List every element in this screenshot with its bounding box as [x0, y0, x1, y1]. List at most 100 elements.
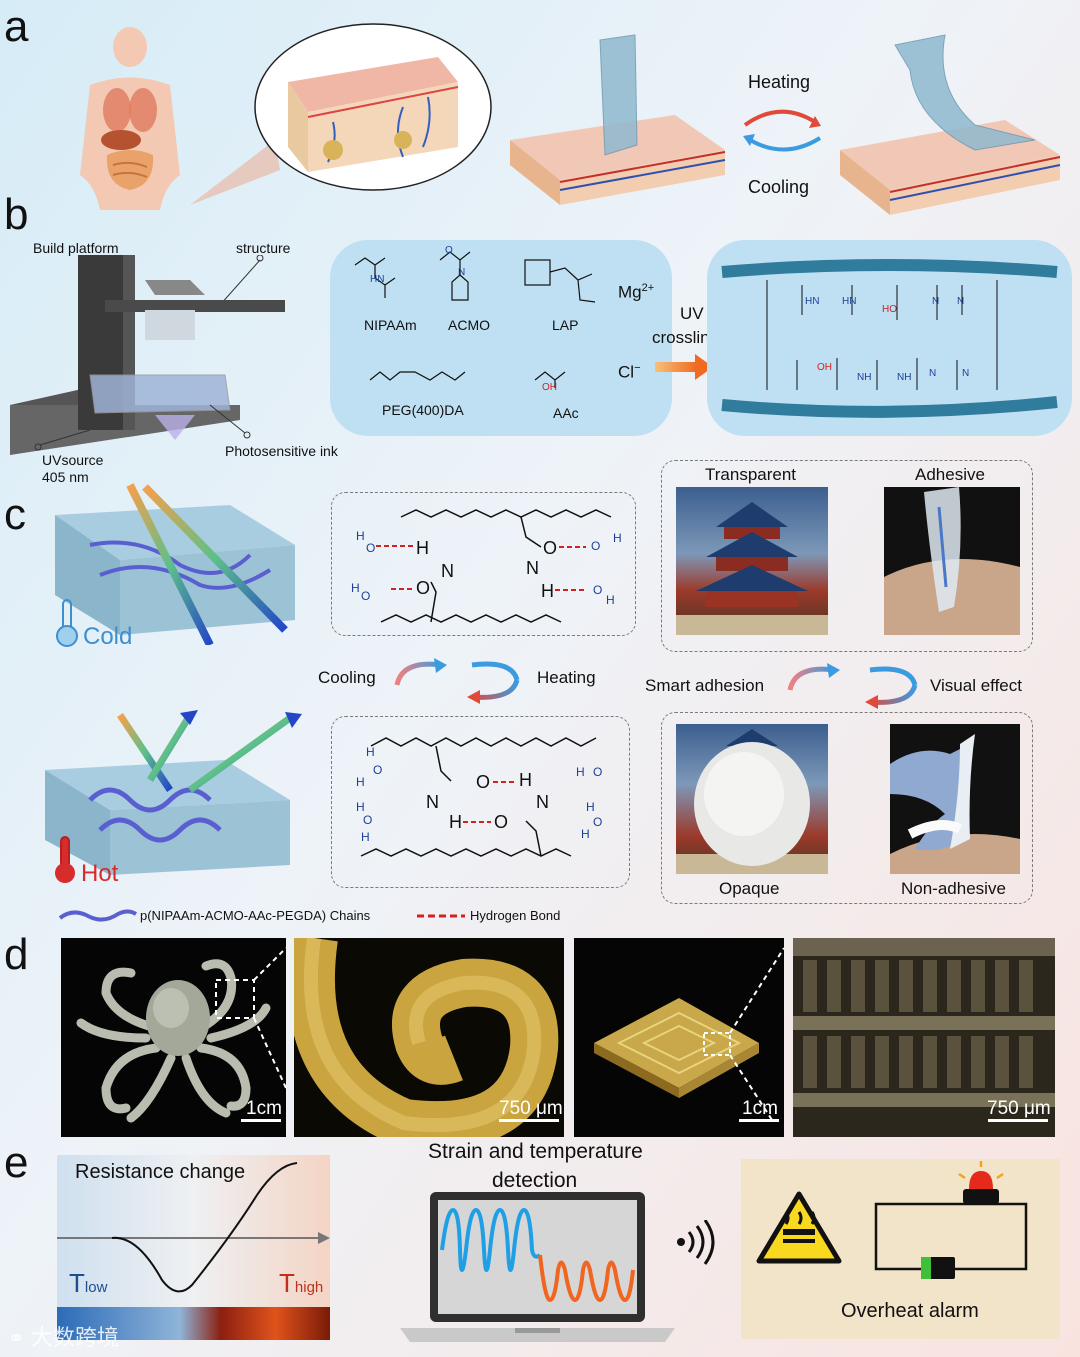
svg-text:O: O [593, 765, 602, 779]
3d-printer-illustration [10, 255, 285, 455]
skin-zoom-connector [190, 140, 280, 205]
svg-text:O: O [543, 538, 557, 558]
heat-cool-cycle-arrows [743, 109, 822, 152]
cl-symbol: Cl [618, 362, 635, 382]
thermometer-hot-icon [55, 836, 75, 883]
cl-charge: − [634, 362, 641, 374]
hydrogel-on-skin-heating [510, 34, 726, 205]
svg-text:HN: HN [842, 296, 856, 307]
svg-text:O: O [593, 583, 602, 597]
chain-legend-swatch [58, 909, 138, 922]
svg-text:H: H [581, 827, 590, 841]
svg-text:NH: NH [897, 372, 911, 383]
svg-text:N: N [536, 792, 549, 812]
t-low-label: Tlow [69, 1268, 107, 1299]
pyramid-print-photo: 1cm [574, 938, 784, 1137]
hot-hydrogel-block [45, 710, 302, 875]
adhesive-label: Adhesive [915, 465, 985, 484]
svg-text:HN: HN [805, 296, 819, 307]
svg-text:OH: OH [542, 382, 557, 393]
opaque-label: Opaque [719, 879, 780, 898]
panel-label-c: c [4, 490, 26, 539]
svg-text:HO: HO [882, 304, 897, 315]
chain-legend-label: p(NIPAAm-ACMO-AAc-PEGDA) Chains [140, 908, 371, 923]
cooling-label-c: Cooling [318, 668, 376, 687]
svg-text:H: H [449, 812, 462, 832]
t-low-symbol: T [69, 1268, 85, 1298]
svg-text:H: H [576, 765, 585, 779]
svg-text:O: O [593, 815, 602, 829]
non-adhesive-label: Non-adhesive [901, 879, 1006, 898]
t-high-subscript: high [294, 1279, 324, 1296]
nonadhesive-gel-photo [890, 724, 1020, 874]
opaque-nonadhesive-box [661, 712, 1033, 904]
laptop-signal-display [400, 1192, 675, 1342]
photosensitive-ink-label: Photosensitive ink [225, 443, 338, 459]
crosslinking-arrow [655, 354, 713, 380]
tentacle-closeup-photo: 750 μm [294, 938, 564, 1137]
resistance-change-graph: Resistance change Tlow Thigh [57, 1155, 330, 1340]
transparent-temple-photo [676, 487, 828, 635]
scale-bar-3 [739, 1119, 779, 1122]
svg-text:H: H [361, 830, 370, 844]
resistance-change-label: Resistance change [75, 1161, 246, 1183]
strain-detection-title-1: Strain and temperature [428, 1140, 643, 1163]
pyramid-closeup-photo: 750 μm [793, 938, 1055, 1137]
watermark-text: 大数跨境 [30, 1325, 119, 1350]
hydrogel-peeling-on-skin [840, 34, 1061, 215]
hbond-legend-swatch [417, 914, 465, 918]
svg-text:N: N [962, 368, 969, 379]
lap-label: LAP [552, 317, 579, 333]
adhesive-gel-on-skin-photo [884, 487, 1020, 635]
svg-text:H: H [519, 770, 532, 790]
monomer-box [330, 240, 672, 436]
cl-ion-label: Cl− [618, 362, 641, 383]
svg-text:N: N [932, 296, 939, 307]
wireless-signal-icon [677, 1220, 715, 1265]
svg-text:N: N [957, 296, 964, 307]
scale-label-2: 750 μm [499, 1098, 563, 1119]
smart-adhesion-label: Smart adhesion [645, 676, 765, 695]
svg-text:N: N [426, 792, 439, 812]
svg-text:H: H [356, 800, 365, 814]
transparent-label: Transparent [705, 465, 797, 484]
skin-cross-section [254, 23, 492, 191]
build-platform-label: Build platform [33, 240, 119, 256]
scale-label-1: 1cm [246, 1098, 282, 1119]
watermark-logo: ⚭ 大数跨境 [8, 1320, 119, 1352]
svg-text:O: O [366, 541, 375, 555]
adhesion-visual-cycle-arrows [787, 663, 918, 709]
uv-label: UV [680, 304, 704, 323]
svg-text:O: O [373, 763, 382, 777]
mg-ion-label: Mg2+ [618, 282, 654, 303]
uv-source-label: UVsource [42, 452, 104, 468]
nipaam-label: NIPAAm [364, 317, 417, 333]
panel-label-e: e [4, 1138, 29, 1187]
scale-bar-1 [241, 1119, 281, 1122]
human-body-illustration [80, 27, 180, 210]
cold-hbond-box [331, 492, 636, 636]
strain-detection-title-2: detection [492, 1169, 578, 1192]
svg-text:H: H [356, 529, 365, 543]
acmo-label: ACMO [448, 317, 490, 333]
svg-text:NH: NH [857, 372, 871, 383]
scale-label-3: 1cm [742, 1098, 778, 1119]
svg-text:OH: OH [817, 362, 832, 373]
hbond-legend-label: Hydrogen Bond [470, 908, 561, 923]
svg-text:N: N [441, 561, 454, 581]
svg-text:H: H [416, 538, 429, 558]
t-low-subscript: low [84, 1279, 108, 1296]
svg-text:N: N [458, 267, 465, 278]
svg-text:H: H [351, 581, 360, 595]
hot-label: Hot [81, 860, 119, 887]
cold-label: Cold [83, 623, 133, 650]
svg-text:H: H [356, 775, 365, 789]
panel-label-a: a [4, 2, 29, 51]
cold-hydrogel-block [55, 483, 295, 645]
panel-label-d: d [4, 930, 29, 979]
svg-text:H: H [541, 581, 554, 601]
svg-text:O: O [476, 772, 490, 792]
mg-charge: 2+ [641, 282, 655, 294]
